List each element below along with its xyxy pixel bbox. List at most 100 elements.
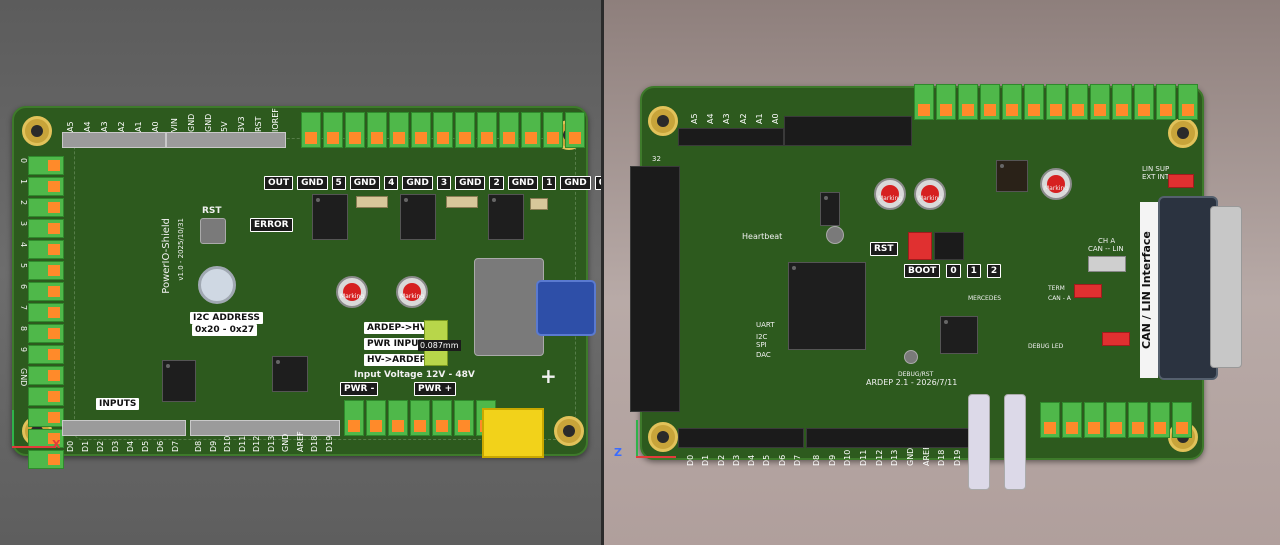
led-pipe-1 (968, 394, 990, 490)
boot-option-label: 1 (966, 264, 981, 278)
output-label: 2 (489, 176, 504, 190)
mounting-hole-br (554, 416, 584, 446)
pin-label: D4 (747, 454, 757, 466)
capacitor-3 (1040, 168, 1072, 200)
input-voltage-label: Input Voltage 12V - 48V (354, 370, 475, 380)
capacitor-2 (914, 178, 946, 210)
pin-label: RST (254, 116, 264, 132)
input-number: 2 (19, 200, 28, 206)
board-version: v1.0 - 2025/10/31 (177, 218, 185, 281)
analog-header (62, 132, 166, 148)
can-lin-slide-switch[interactable] (1088, 256, 1126, 272)
pwr-input-label: PWR INPUT (364, 338, 428, 350)
terminal-slot (28, 450, 64, 469)
input-number: 3 (19, 221, 28, 227)
input-number: 9 (19, 347, 28, 353)
terminal-slot (345, 112, 365, 148)
pin-label: A2 (738, 113, 748, 124)
reset-button[interactable] (200, 218, 226, 244)
debug-reset-button[interactable] (904, 350, 918, 364)
driver-ic (162, 360, 196, 402)
db9-connector (1158, 196, 1218, 380)
mosfet-3 (488, 194, 524, 240)
pin-label: D10 (223, 435, 233, 452)
pin-label: D1 (701, 454, 711, 466)
terminal-slot (28, 324, 64, 343)
power-header (166, 132, 286, 148)
terminal-slot (28, 261, 64, 280)
terminal-slot (389, 112, 409, 148)
capacitor-3-marking: Marking (1044, 185, 1069, 192)
pin-label: D12 (874, 449, 884, 466)
terminal-slot (454, 400, 474, 436)
i2c-label: I2C (756, 333, 768, 341)
microcontroller (788, 262, 866, 350)
lin-sup-jumper[interactable] (1168, 174, 1194, 188)
ext-int-label: EXT INT (1142, 173, 1170, 181)
axis-x-label: X (52, 438, 61, 451)
pin-label: D1 (81, 440, 90, 452)
terminal-slot (1112, 84, 1132, 120)
led-pipe-2 (1004, 394, 1026, 490)
power-connector (536, 280, 596, 336)
output-label: 1 (542, 176, 557, 190)
regulator (820, 192, 840, 226)
digital-header-a (62, 420, 186, 436)
output-label: 0 (594, 176, 601, 190)
top-terminal-block (914, 84, 1198, 120)
terminal-slot (521, 112, 541, 148)
input-number: 5 (19, 263, 28, 269)
axis-x-line (636, 456, 676, 458)
fuse-2 (446, 196, 478, 208)
pin-label: D13 (266, 435, 276, 452)
digital-header-b (806, 428, 970, 448)
view-splitter[interactable] (601, 0, 604, 545)
reset-button[interactable] (826, 226, 844, 244)
board-name: PowerIO-Shield (161, 218, 172, 294)
pin-label: D0 (686, 454, 695, 466)
rst-label: RST (202, 206, 222, 216)
pin-label: GND (203, 113, 213, 132)
terminal-slot (980, 84, 1000, 120)
debug-rst-label: DEBUG/RST (898, 371, 934, 378)
terminal-slot (1090, 84, 1110, 120)
input-number: 8 (19, 326, 28, 332)
dac-label: DAC (756, 351, 771, 359)
pin-label: D8 (194, 440, 203, 452)
input-number: 6 (19, 284, 28, 290)
heartbeat-label: Heartbeat (742, 232, 783, 241)
debug-led-label: DEBUG LED (1028, 343, 1064, 350)
terminal-slot (28, 408, 64, 427)
large-side-header (630, 166, 680, 412)
pin-label: A4 (83, 121, 92, 132)
power-header (784, 116, 912, 146)
pin-label: VIN (170, 118, 179, 132)
axis-indicator-left: X (4, 410, 74, 451)
pin-label: D13 (890, 449, 900, 466)
measure-tooltip: 0.087mm (418, 340, 461, 351)
terminal-slot (28, 366, 64, 385)
boot-jumper[interactable] (908, 232, 932, 260)
pin-label: D9 (208, 440, 218, 452)
pin-label: D2 (96, 440, 105, 452)
i2c-address-switch[interactable] (198, 266, 236, 304)
can-b-jumper[interactable] (1102, 332, 1130, 346)
pin-label: D12 (252, 435, 262, 452)
pin-label: A3 (722, 113, 732, 124)
ardep-hv-label: ARDEP->HV (364, 322, 430, 334)
pin-label: A1 (134, 121, 143, 132)
terminal-slot (1024, 84, 1044, 120)
pin-label: D6 (156, 440, 165, 452)
ch-a-label: CH A (1098, 237, 1116, 245)
terminal-slot (28, 177, 64, 196)
term-can-a-jumper[interactable] (1074, 284, 1102, 298)
capacitor-1 (336, 276, 368, 308)
analog-header (678, 128, 784, 146)
terminal-slot (411, 112, 431, 148)
